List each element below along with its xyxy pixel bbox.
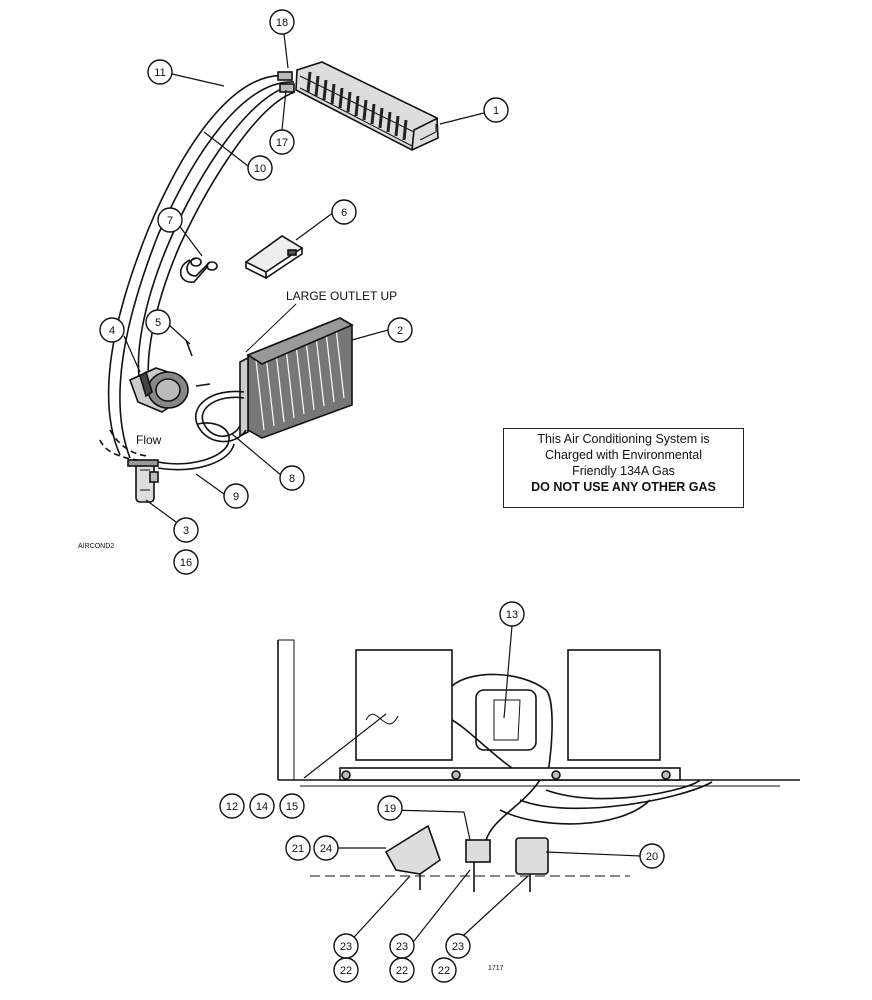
callout-22b: 22 [396, 965, 408, 977]
callout-23a: 23 [340, 941, 352, 953]
callout-23c: 23 [452, 941, 464, 953]
callout-20: 20 [646, 851, 658, 863]
callout-circles [99, 9, 665, 983]
callout-23b: 23 [396, 941, 408, 953]
callout-19: 19 [384, 803, 396, 815]
callout-1: 1 [493, 105, 499, 117]
notice-line-2: Charged with Environmental [544, 448, 703, 462]
large-outlet-up-label: LARGE OUTLET UP [286, 289, 397, 303]
page-code-label: 1717 [488, 965, 504, 972]
callout-13: 13 [506, 609, 518, 621]
discharge-hose [195, 390, 247, 443]
notice-line-1: This Air Conditioning System is [537, 432, 710, 446]
evaporator-coil [295, 61, 439, 151]
callout-9: 9 [233, 491, 239, 503]
callout-15: 15 [286, 801, 298, 813]
callout-10: 10 [254, 163, 266, 175]
bracket [244, 235, 304, 280]
callout-12: 12 [226, 801, 238, 813]
callout-2: 2 [397, 325, 403, 337]
callout-4: 4 [109, 325, 115, 337]
callout-11: 11 [154, 67, 165, 79]
callout-17: 17 [276, 137, 288, 149]
condenser-coil [239, 317, 354, 439]
callout-21: 21 [292, 843, 304, 855]
lower-assembly [277, 639, 800, 892]
notice-warning: DO NOT USE ANY OTHER GAS [531, 480, 716, 494]
return-hose [99, 422, 235, 471]
drawing-id-label: AIRCOND2 [78, 543, 114, 550]
evaporator-fittings [277, 71, 295, 93]
callout-3: 3 [183, 525, 189, 537]
callout-24: 24 [320, 843, 332, 855]
liquid-hose [137, 85, 296, 391]
callout-22a: 22 [340, 965, 352, 977]
callout-7: 7 [167, 215, 173, 227]
suction-hose [107, 74, 295, 459]
callout-8: 8 [289, 473, 295, 485]
callout-14: 14 [256, 801, 268, 813]
u-hose [179, 257, 218, 283]
callout-22c: 22 [438, 965, 450, 977]
refrigerant-notice: This Air Conditioning System is Charged … [503, 428, 744, 508]
callout-6: 6 [341, 207, 347, 219]
callout-18: 18 [276, 17, 288, 29]
flow-label: Flow [136, 433, 162, 447]
callout-5: 5 [155, 317, 161, 329]
callout-16: 16 [180, 557, 192, 569]
receiver-drier [127, 459, 159, 503]
compressor [128, 339, 211, 413]
notice-line-3: Friendly 134A Gas [572, 464, 675, 478]
leader-lines [123, 33, 641, 947]
